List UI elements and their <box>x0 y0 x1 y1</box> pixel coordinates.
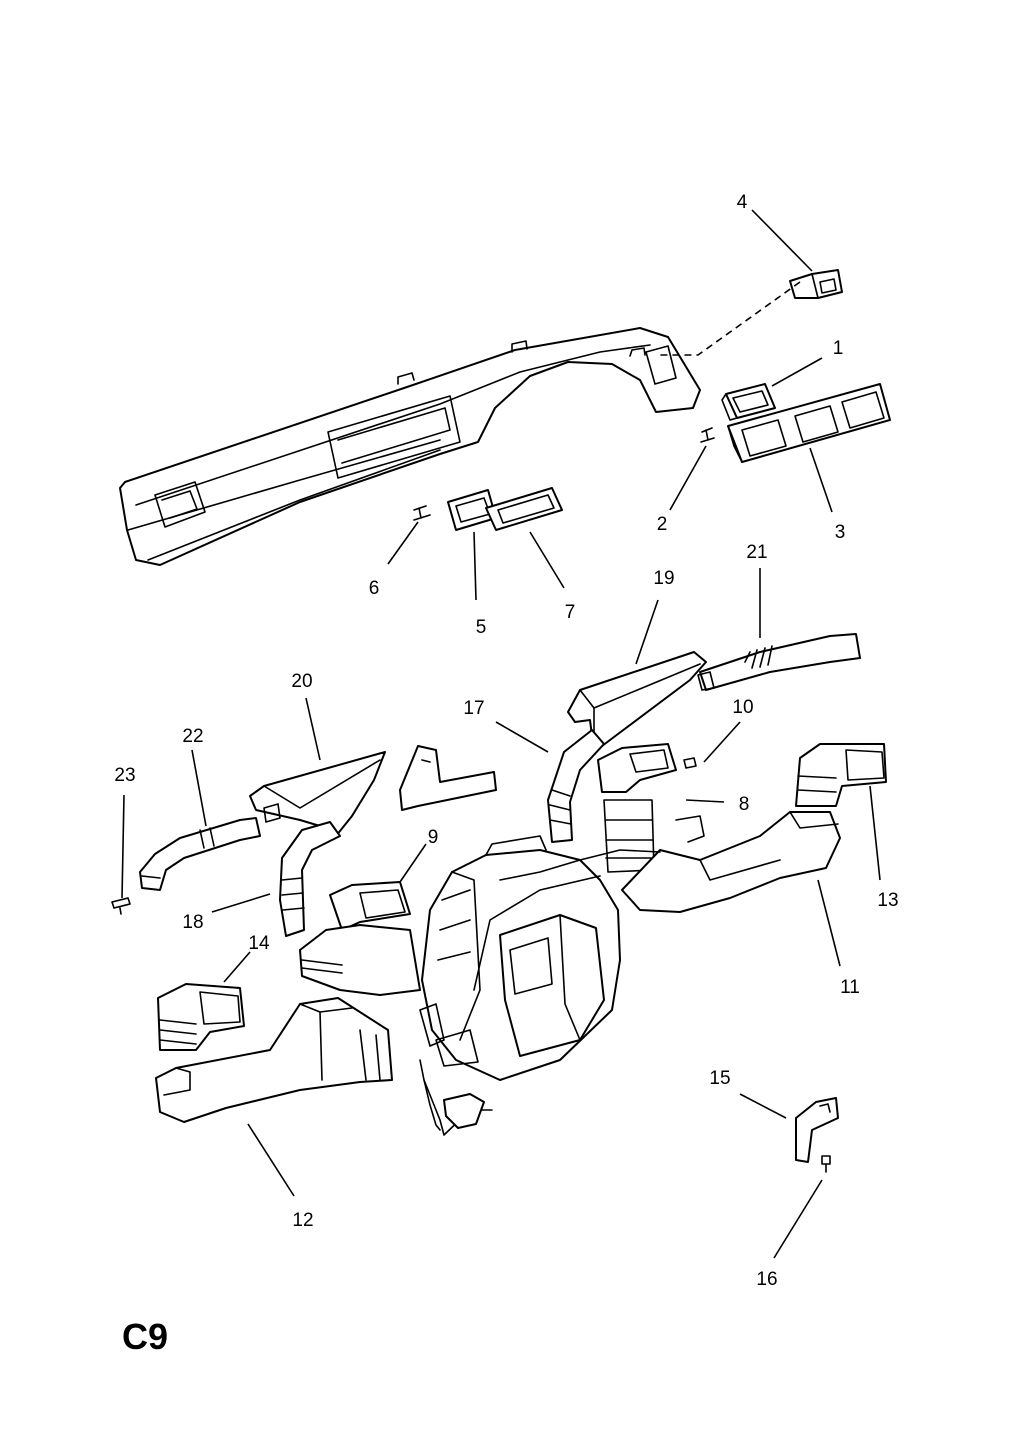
clip-part-2 <box>700 427 715 443</box>
label-4: 4 <box>737 192 748 213</box>
label-2: 2 <box>657 514 668 535</box>
duct-outlet-9 <box>299 881 421 996</box>
label-16: 16 <box>756 1269 777 1290</box>
label-9: 9 <box>428 827 439 848</box>
label-13: 13 <box>877 890 898 911</box>
label-23: 23 <box>114 765 135 786</box>
flex-hose-17 <box>547 729 605 843</box>
leader-4-dashed <box>660 281 801 356</box>
label-7: 7 <box>565 602 576 623</box>
callout-labels: 4 1 2 3 6 5 7 19 21 20 17 22 10 23 8 9 1… <box>114 192 898 1290</box>
label-15: 15 <box>709 1068 730 1089</box>
label-3: 3 <box>835 522 846 543</box>
mounting-bracket <box>399 745 497 811</box>
label-17: 17 <box>463 698 484 719</box>
side-vent-13 <box>795 743 887 807</box>
label-18: 18 <box>182 912 203 933</box>
label-6: 6 <box>369 578 380 599</box>
label-14: 14 <box>248 933 270 954</box>
sheet-code: C9 <box>122 1316 169 1357</box>
right-duct-11 <box>621 811 841 913</box>
vent-clip-4 <box>789 269 843 299</box>
floor-duct-12 <box>155 997 393 1123</box>
side-vent-14 <box>157 983 245 1051</box>
label-21: 21 <box>746 542 767 563</box>
clip-part-6 <box>413 505 431 521</box>
hose-22 <box>139 817 261 891</box>
screw-16 <box>821 1155 831 1173</box>
heater-blower-assembly <box>419 835 621 1081</box>
bracket-15 <box>795 1097 839 1163</box>
label-5: 5 <box>476 617 487 638</box>
vent-unit-10 <box>597 743 677 873</box>
label-20: 20 <box>291 671 312 692</box>
defrost-nozzle-20 <box>249 751 386 837</box>
hose-21 <box>697 633 861 691</box>
leader-lines <box>121 209 881 1259</box>
label-19: 19 <box>653 568 674 589</box>
label-1: 1 <box>833 338 844 359</box>
triple-vent-3 <box>727 383 891 463</box>
label-10: 10 <box>732 697 753 718</box>
label-22: 22 <box>182 726 203 747</box>
small-screw-10 <box>683 757 697 769</box>
label-12: 12 <box>292 1210 313 1231</box>
label-11: 11 <box>840 977 860 998</box>
screw-23 <box>111 897 131 915</box>
control-cables <box>419 849 661 1136</box>
vent-bezel-7 <box>485 487 563 531</box>
flex-hose-18 <box>279 821 341 937</box>
dashboard-panel <box>119 327 701 566</box>
label-8: 8 <box>739 794 750 815</box>
vent-unit-1 <box>721 383 776 421</box>
